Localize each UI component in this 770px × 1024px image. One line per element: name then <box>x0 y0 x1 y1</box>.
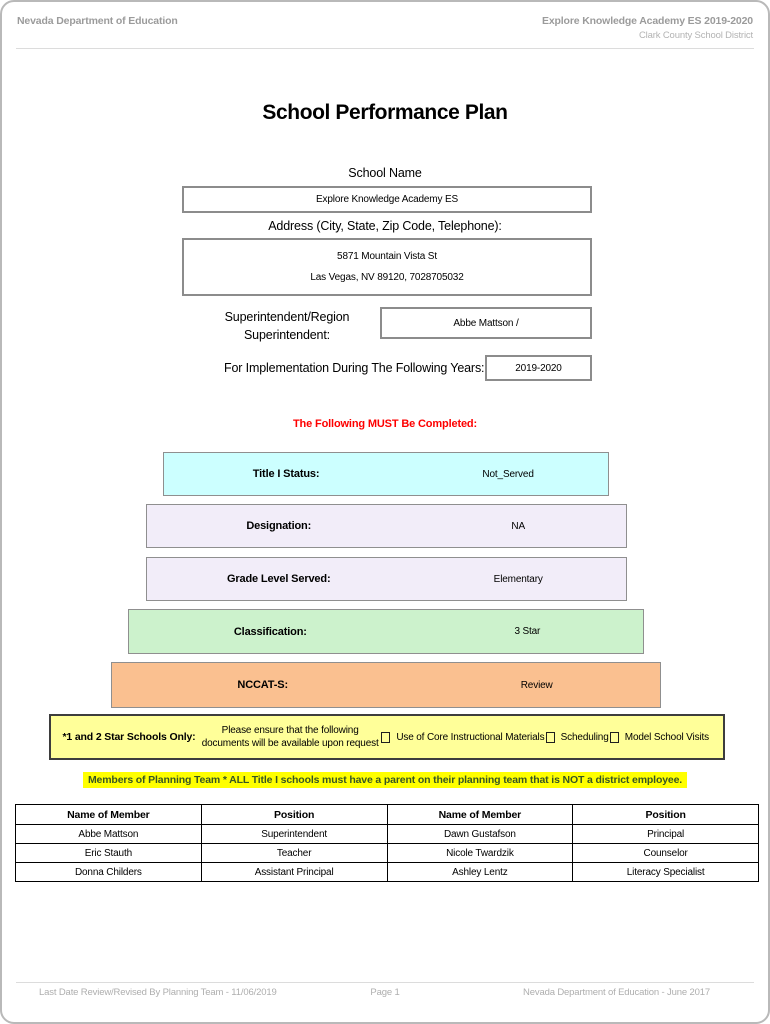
implementation-years-value: 2019-2020 <box>515 362 562 374</box>
table-row: Abbe Mattson Superintendent Dawn Gustafs… <box>15 824 759 844</box>
superintendent-label-line1: Superintendent/Region <box>224 310 350 324</box>
grade-level-label: Grade Level Served: <box>226 573 331 585</box>
title-i-status-label: Title I Status: <box>252 468 320 480</box>
footer-last-review: Last Date Review/Revised By Planning Tea… <box>39 987 277 998</box>
table-header-row: Name of Member Position Name of Member P… <box>15 804 759 825</box>
title-i-status-value[interactable]: Not_Served <box>482 468 534 480</box>
nccat-s-value[interactable]: Review <box>520 679 553 691</box>
header-divider <box>16 48 754 49</box>
nccat-s-label: NCCAT-S: <box>237 679 288 691</box>
scheduling-checkbox-label: Scheduling <box>560 731 609 743</box>
core-materials-checkbox[interactable] <box>381 731 391 743</box>
model-visits-checkbox-label: Model School Visits <box>624 731 709 743</box>
checkbox-item-scheduling: Scheduling <box>545 731 609 743</box>
member-name-cell: Abbe Mattson <box>15 824 202 844</box>
member-position-cell: Literacy Specialist <box>572 862 759 882</box>
star-schools-label: *1 and 2 Star Schools Only: <box>62 731 196 743</box>
star-schools-note-line2: documents will be available upon request <box>201 738 379 749</box>
member-position-cell: Assistant Principal <box>200 862 388 882</box>
col-header-position-1: Position <box>200 804 388 825</box>
address-line1: 5871 Mountain Vista St <box>337 250 437 262</box>
classification-label: Classification: <box>233 625 307 638</box>
table-row: Donna Childers Assistant Principal Ashle… <box>15 862 759 882</box>
school-name-field[interactable]: Explore Knowledge Academy ES <box>182 186 592 213</box>
grade-level-value[interactable]: Elementary <box>493 573 543 585</box>
school-name-label: School Name <box>348 166 422 180</box>
member-name-cell: Eric Stauth <box>15 843 202 863</box>
checkbox-item-model-visits: Model School Visits <box>609 731 709 743</box>
status-row-nccat-s: NCCAT-S: Review <box>111 662 661 708</box>
school-name-value: Explore Knowledge Academy ES <box>316 194 458 205</box>
status-row-grade-level: Grade Level Served: Elementary <box>146 557 627 601</box>
member-name-cell: Nicole Twardzik <box>386 843 574 863</box>
header-department: Nevada Department of Education <box>17 15 178 27</box>
status-row-classification: Classification: 3 Star <box>128 609 644 654</box>
planning-team-notice-wrap: Members of Planning Team * ALL Title I s… <box>2 770 768 788</box>
implementation-years-field[interactable]: 2019-2020 <box>485 355 592 381</box>
footer-department-date: Nevada Department of Education - June 20… <box>523 987 710 998</box>
col-header-name-1: Name of Member <box>15 804 202 825</box>
page-title: School Performance Plan <box>262 101 508 124</box>
status-row-designation: Designation: NA <box>146 504 627 548</box>
planning-team-notice: Members of Planning Team * ALL Title I s… <box>82 772 688 788</box>
header-school-block: Explore Knowledge Academy ES 2019-2020 C… <box>542 15 753 41</box>
header-school-year: Explore Knowledge Academy ES 2019-2020 <box>541 15 753 27</box>
designation-label: Designation: <box>246 520 312 532</box>
checkbox-item-core-materials: Use of Core Instructional Materials <box>381 731 545 743</box>
address-field[interactable]: 5871 Mountain Vista St Las Vegas, NV 891… <box>182 238 592 296</box>
superintendent-label: Superintendent/Region Superintendent: <box>202 308 372 344</box>
member-name-cell: Donna Childers <box>15 862 202 882</box>
address-line2: Las Vegas, NV 89120, 7028705032 <box>310 272 464 284</box>
star-schools-panel: *1 and 2 Star Schools Only: Please ensur… <box>49 714 725 760</box>
member-position-cell: Superintendent <box>200 824 388 844</box>
classification-value[interactable]: 3 Star <box>514 626 541 637</box>
superintendent-field[interactable]: Abbe Mattson / <box>380 307 592 339</box>
member-name-cell: Dawn Gustafson <box>386 824 574 844</box>
col-header-position-2: Position <box>572 804 759 825</box>
scheduling-checkbox[interactable] <box>545 731 555 743</box>
star-schools-note-line1: Please ensure that the following <box>221 725 359 736</box>
star-schools-note: Please ensure that the following documen… <box>200 724 380 750</box>
col-header-name-2: Name of Member <box>386 804 574 825</box>
member-position-cell: Teacher <box>200 843 388 863</box>
model-visits-checkbox[interactable] <box>609 731 619 743</box>
status-row-title-i: Title I Status: Not_Served <box>163 452 609 496</box>
member-name-cell: Ashley Lentz <box>386 862 574 882</box>
implementation-years-label: For Implementation During The Following … <box>224 361 485 375</box>
address-label: Address (City, State, Zip Code, Telephon… <box>268 219 502 233</box>
planning-team-table: Name of Member Position Name of Member P… <box>15 804 759 882</box>
core-materials-checkbox-label: Use of Core Instructional Materials <box>396 731 545 743</box>
superintendent-value: Abbe Mattson / <box>453 317 519 329</box>
footer-divider <box>16 982 754 983</box>
member-position-cell: Principal <box>572 824 759 844</box>
header-district: Clark County School District <box>638 30 753 41</box>
must-complete-notice: The Following MUST Be Completed: <box>292 418 478 430</box>
superintendent-label-line2: Superintendent: <box>243 328 330 342</box>
member-position-cell: Counselor <box>572 843 759 863</box>
designation-value[interactable]: NA <box>511 520 525 532</box>
table-row: Eric Stauth Teacher Nicole Twardzik Coun… <box>15 843 759 863</box>
page-footer: Page 1 Last Date Review/Revised By Plann… <box>2 987 768 998</box>
footer-page-number: Page 1 <box>370 987 400 998</box>
